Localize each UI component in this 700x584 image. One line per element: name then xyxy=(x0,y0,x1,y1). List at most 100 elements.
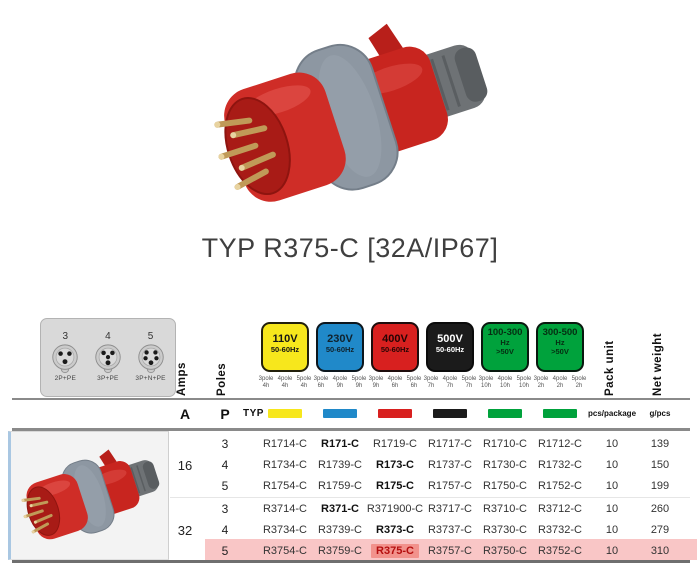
part-number-cell: R3759-C xyxy=(317,545,363,557)
poles-cell: 5 xyxy=(221,544,229,558)
part-number-cell: R3752-C xyxy=(537,545,583,557)
part-number-cell: R175-C xyxy=(376,480,414,492)
poles-cell: 4 xyxy=(221,523,229,537)
industrial-plug-illustration xyxy=(200,2,500,230)
part-number-cell: R1717-C xyxy=(427,438,473,450)
part-number-cell: R173-C xyxy=(376,459,414,471)
poles-cell: 3 xyxy=(221,437,229,451)
pictogram-label: 3P+PE xyxy=(97,375,119,383)
pack-unit-cell: 10 xyxy=(605,459,619,471)
voltage-badge-300-500hz: 300-500 Hz >50V xyxy=(536,322,584,372)
plug-face-4-pin-icon xyxy=(95,344,121,374)
voltage-badge-500v: 500V 50-60Hz xyxy=(426,322,474,372)
part-number-cell: R3754-C xyxy=(262,545,308,557)
amp-group-separator xyxy=(170,497,690,498)
part-number-cell: R3714-C xyxy=(262,503,308,515)
highlighted-part-number: R375-C xyxy=(371,544,419,558)
part-number-cell: R373-C xyxy=(376,524,414,536)
pack-unit-cell: 10 xyxy=(605,524,619,536)
pictogram-4-pole: 4 3P+PE xyxy=(93,332,123,383)
poles-cell: 5 xyxy=(221,479,229,493)
part-number-cell: R1752-C xyxy=(537,480,583,492)
part-number-cell: R3757-C xyxy=(427,545,473,557)
part-number-cell: R3739-C xyxy=(317,524,363,536)
header-divider-line xyxy=(12,398,690,400)
pictogram-5-pole: 5 3P+N+PE xyxy=(135,332,165,383)
part-number-cell: R3750-C xyxy=(482,545,528,557)
voltage-badge-400v: 400V 50-60Hz xyxy=(371,322,419,372)
part-number-cell: R371900-C xyxy=(366,503,424,515)
pack-unit-cell: 10 xyxy=(605,438,619,450)
part-number-cell: R3737-C xyxy=(427,524,473,536)
net-weight-column-header: Net weight xyxy=(652,332,664,396)
part-number-cell: R3730-C xyxy=(482,524,528,536)
table-row-32a-3p: 3 R3714-C R371-C R371900-C R3717-C R3710… xyxy=(0,499,700,520)
plug-face-5-pin-icon xyxy=(137,344,164,374)
color-swatch-blue xyxy=(323,409,357,418)
poles-cell: 3 xyxy=(221,502,229,516)
part-number-cell: R1750-C xyxy=(482,480,528,492)
part-number-cell: R1759-C xyxy=(317,480,363,492)
part-number-cell: R1730-C xyxy=(482,459,528,471)
part-number-cell: R1754-C xyxy=(262,480,308,492)
part-number-cell: R1710-C xyxy=(482,438,528,450)
part-number-cell: R1732-C xyxy=(537,459,583,471)
table-row-16a-3p: 3 R1714-C R171-C R1719-C R1717-C R1710-C… xyxy=(0,434,700,455)
part-number-cell: R1734-C xyxy=(262,459,308,471)
page-title: TYP R375-C [32A/IP67] xyxy=(201,233,499,263)
subheader-divider-line xyxy=(12,428,690,431)
color-swatch-red xyxy=(378,409,412,418)
net-weight-abbrev-header: g/pcs xyxy=(649,409,671,418)
color-swatch-black xyxy=(433,409,467,418)
color-swatch-green-1 xyxy=(488,409,522,418)
color-swatch-green-2 xyxy=(543,409,577,418)
part-number-cell: R3710-C xyxy=(482,503,528,515)
poles-column-header: Poles xyxy=(216,362,228,396)
net-weight-cell: 150 xyxy=(650,459,670,471)
pictogram-number: 3 xyxy=(62,331,69,343)
plug-face-3-pin-icon xyxy=(52,344,78,374)
voltage-badge-230v: 230V 50-60Hz xyxy=(316,322,364,372)
table-row-16a-5p: 5 R1754-C R1759-C R175-C R1757-C R1750-C… xyxy=(0,476,700,497)
part-number-cell: R371-C xyxy=(321,503,359,515)
voltage-badge-110v: 110V 50-60Hz xyxy=(261,322,309,372)
part-number-cell: R1719-C xyxy=(372,438,418,450)
pack-unit-column-header: Pack unit xyxy=(604,340,616,396)
voltage-badge-100-300hz: 100-300 Hz >50V xyxy=(481,322,529,372)
part-number-cell: R1712-C xyxy=(537,438,583,450)
pack-unit-cell: 10 xyxy=(605,503,619,515)
part-number-cell-highlighted: R375-C xyxy=(360,541,430,562)
part-number-cell: R3732-C xyxy=(537,524,583,536)
net-weight-cell: 310 xyxy=(650,545,670,557)
pictogram-label: 2P+PE xyxy=(54,375,76,383)
amps-abbrev-header: A xyxy=(179,406,191,422)
part-number-cell: R1739-C xyxy=(317,459,363,471)
net-weight-cell: 139 xyxy=(650,438,670,450)
net-weight-cell: 260 xyxy=(650,503,670,515)
color-swatch-yellow xyxy=(268,409,302,418)
highlighted-row-background xyxy=(205,539,697,560)
pictogram-number: 5 xyxy=(147,331,154,343)
table-row-32a-5p-highlighted: 5 R3754-C R3759-C R375-C R3757-C R3750-C… xyxy=(0,541,700,562)
pictogram-3-pole: 3 2P+PE xyxy=(50,332,80,383)
product-photo xyxy=(200,2,500,230)
part-number-cell: R3734-C xyxy=(262,524,308,536)
table-row-16a-4p: 4 R1734-C R1739-C R173-C R1737-C R1730-C… xyxy=(0,455,700,476)
part-number-cell: R1757-C xyxy=(427,480,473,492)
part-number-cell: R3712-C xyxy=(537,503,583,515)
pack-unit-cell: 10 xyxy=(605,545,619,557)
net-weight-cell: 199 xyxy=(650,480,670,492)
part-number-cell: R3717-C xyxy=(427,503,473,515)
amp-group-label-32: 32 xyxy=(177,523,193,538)
table-bottom-line xyxy=(12,560,690,563)
amps-column-header: Amps xyxy=(176,362,188,396)
amp-group-label-16: 16 xyxy=(177,458,193,473)
typ-header: TYP xyxy=(243,408,264,419)
poles-abbrev-header: P xyxy=(220,406,230,422)
part-number-cell: R1714-C xyxy=(262,438,308,450)
table-product-photo-cell xyxy=(8,431,169,560)
